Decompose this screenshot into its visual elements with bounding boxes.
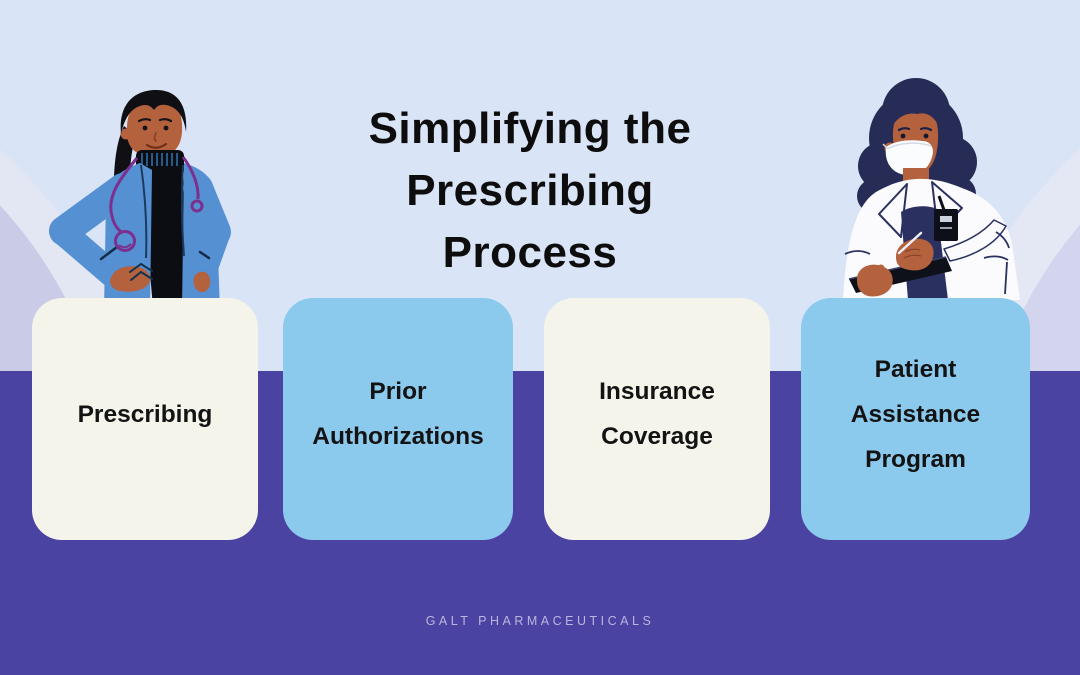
brand-footer: GALT PHARMACEUTICALS — [425, 614, 655, 628]
process-steps-row: Prescribing Prior Authorizations Insuran… — [32, 298, 1030, 540]
card-label: Prescribing — [77, 400, 213, 428]
card-insurance-coverage: Insurance Coverage — [544, 298, 770, 540]
face-mask — [885, 140, 933, 176]
right-hand — [193, 271, 211, 293]
face — [126, 98, 183, 157]
jacket-right-panel — [182, 163, 220, 310]
doctor-right-illustration — [843, 78, 1020, 300]
sweater — [141, 166, 189, 308]
card-patient-assistance-program: Patient Assistance Program — [801, 298, 1030, 540]
doctor-left-illustration — [49, 89, 231, 310]
stethoscope — [109, 156, 204, 252]
card-label: Prior Authorizations — [312, 378, 484, 450]
title-line: Prescribing — [406, 166, 654, 215]
pen — [897, 231, 923, 255]
card-prior-authorizations: Prior Authorizations — [283, 298, 513, 540]
card-label: Patient Assistance Program — [850, 355, 981, 473]
id-badge — [934, 209, 958, 241]
hair-front — [120, 89, 187, 134]
card-label: Insurance Coverage — [599, 378, 715, 450]
title-line: Process — [442, 228, 618, 277]
card-prescribing: Prescribing — [32, 298, 258, 540]
title-line: Simplifying the — [368, 104, 692, 153]
page-title: Simplifying the Prescribing Process — [300, 98, 760, 284]
